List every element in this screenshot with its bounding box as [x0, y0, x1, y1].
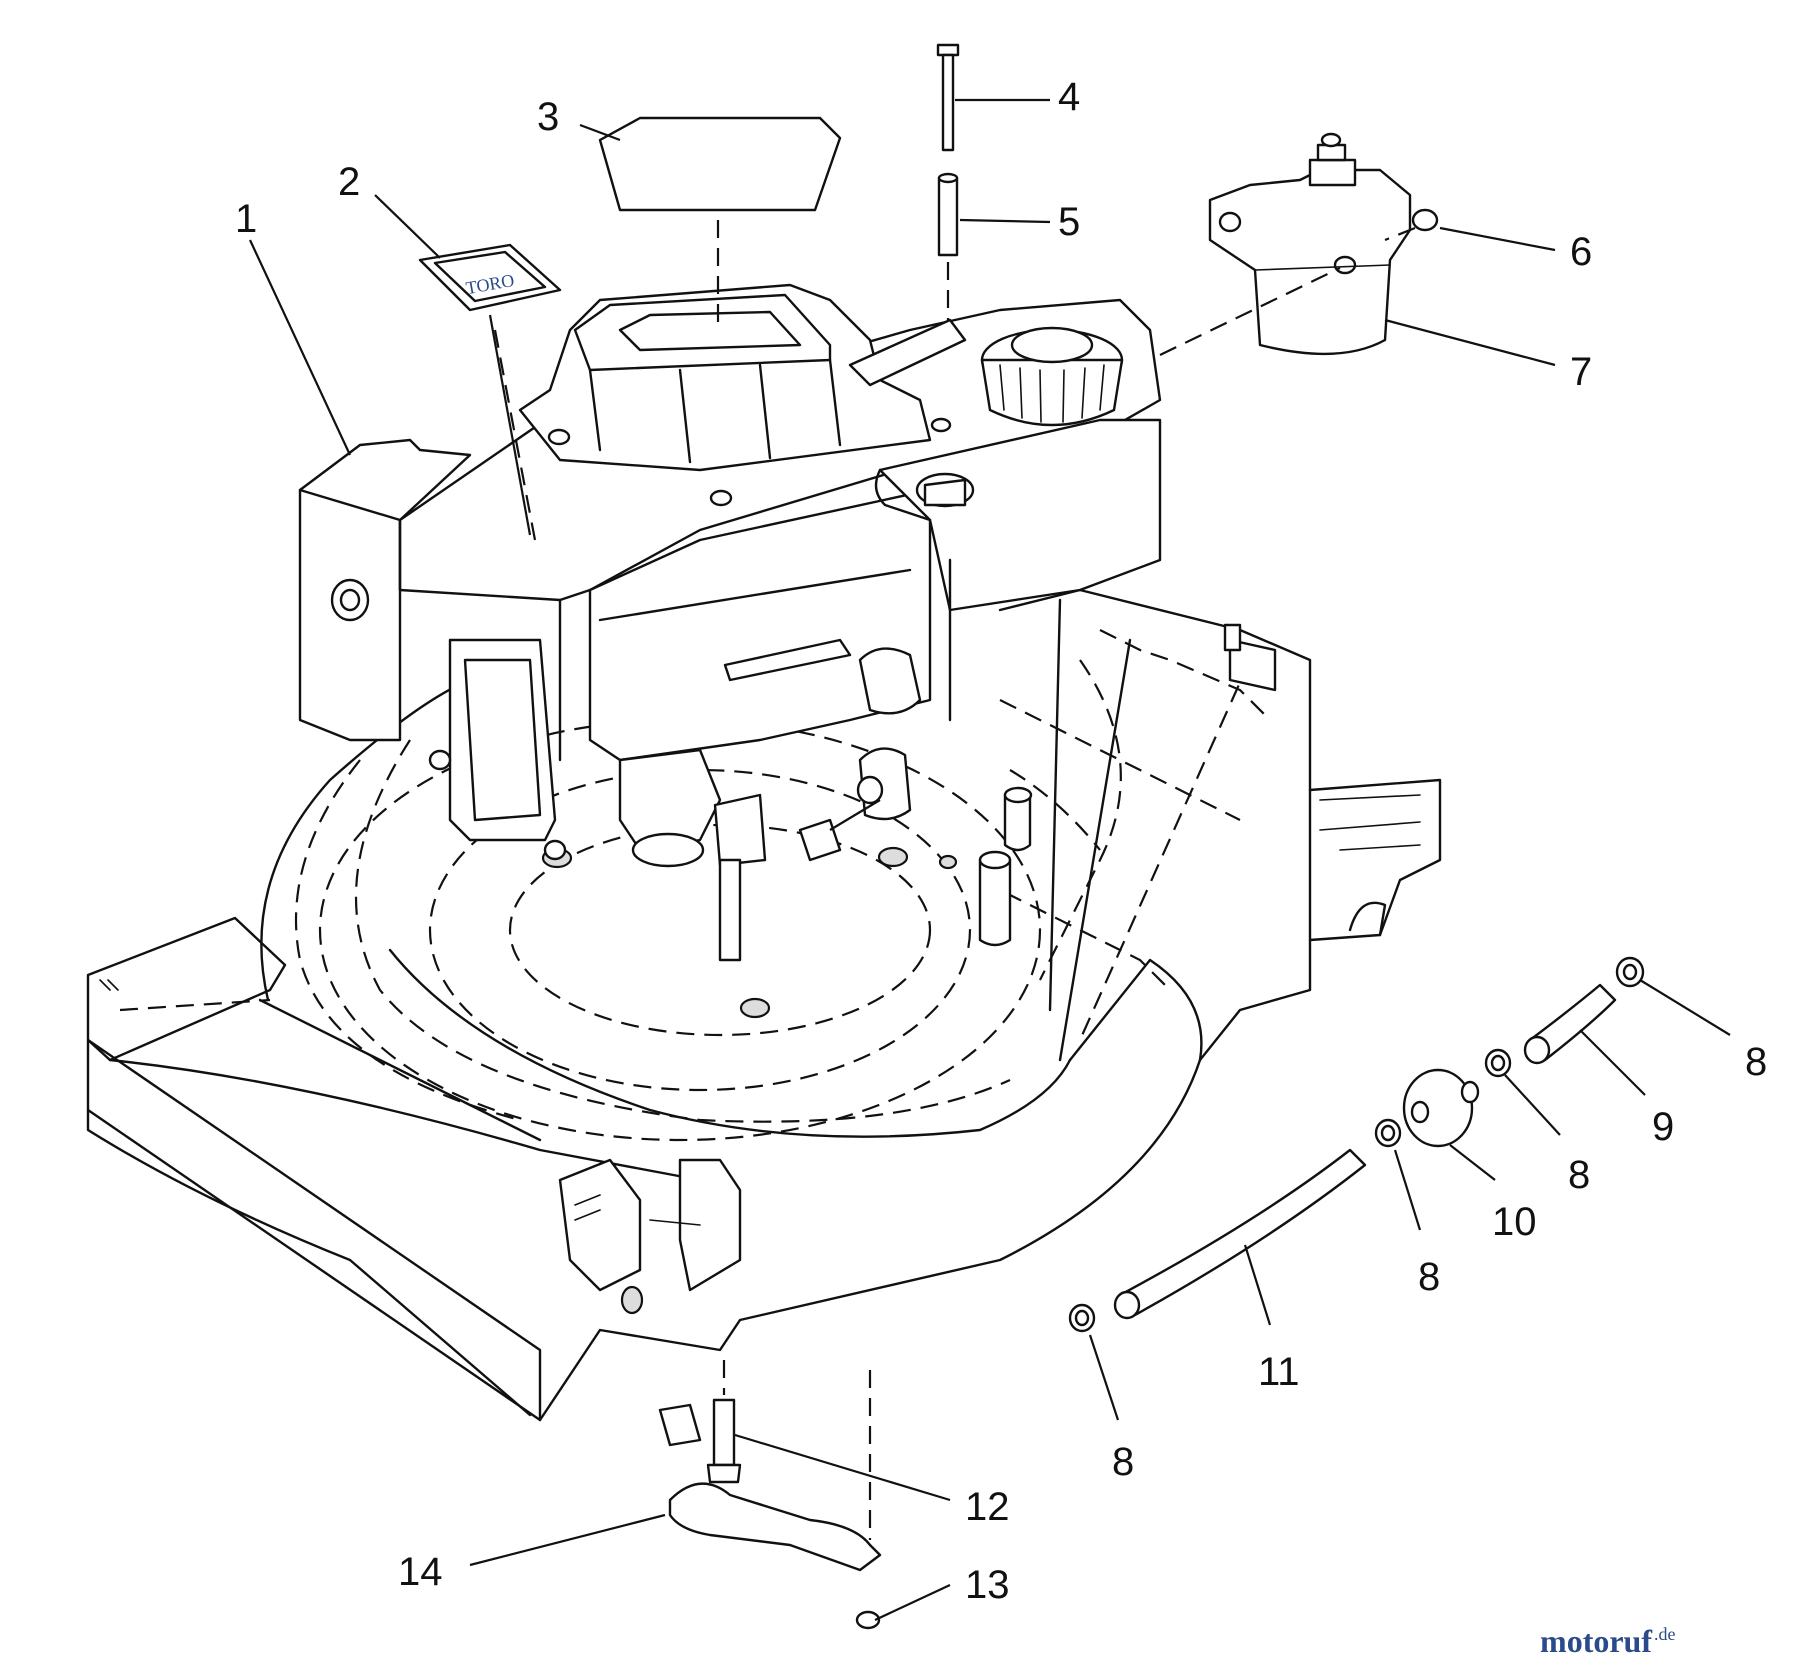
callout-12: 12	[965, 1485, 1010, 1529]
bracket-part	[658, 1360, 882, 1630]
watermark-brand: motoruf	[1540, 1623, 1652, 1659]
callout-4: 4	[1058, 75, 1080, 119]
engine-assembly	[298, 283, 1162, 962]
callout-labels: 1 2 3 4 5 6 7 8 9 8 10 8 11 8 12 13 14	[235, 75, 1767, 1607]
air-filter-part	[598, 116, 842, 330]
callout-8: 8	[1745, 1040, 1767, 1084]
callout-1: 1	[235, 197, 257, 241]
callout-5: 5	[1058, 200, 1080, 244]
callout-8: 8	[1112, 1440, 1134, 1484]
spacer-part	[937, 172, 959, 320]
fuel-filter-part	[1402, 1068, 1480, 1148]
callout-7: 7	[1570, 350, 1592, 394]
hose-clamp-part	[1068, 956, 1645, 1333]
mower-deck	[86, 588, 1442, 1422]
callout-6: 6	[1570, 230, 1592, 274]
starter-motor-part	[1159, 132, 1439, 356]
callout-2: 2	[338, 160, 360, 204]
callout-11: 11	[1258, 1350, 1300, 1394]
bolt-part	[936, 43, 960, 152]
callout-14: 14	[398, 1550, 443, 1594]
decal-part: TORO	[418, 243, 562, 312]
callout-13: 13	[965, 1563, 1010, 1607]
callout-8: 8	[1418, 1255, 1440, 1299]
watermark: motoruf .de	[1540, 1623, 1675, 1659]
callout-8: 8	[1568, 1153, 1590, 1197]
leader-lines	[249, 98, 1731, 1621]
callout-9: 9	[1652, 1105, 1674, 1149]
callout-10: 10	[1492, 1200, 1537, 1244]
short-hose-part	[1523, 983, 1617, 1065]
long-hose-part	[1113, 1148, 1367, 1320]
watermark-suffix: .de	[1654, 1624, 1676, 1644]
callout-3: 3	[537, 95, 559, 139]
